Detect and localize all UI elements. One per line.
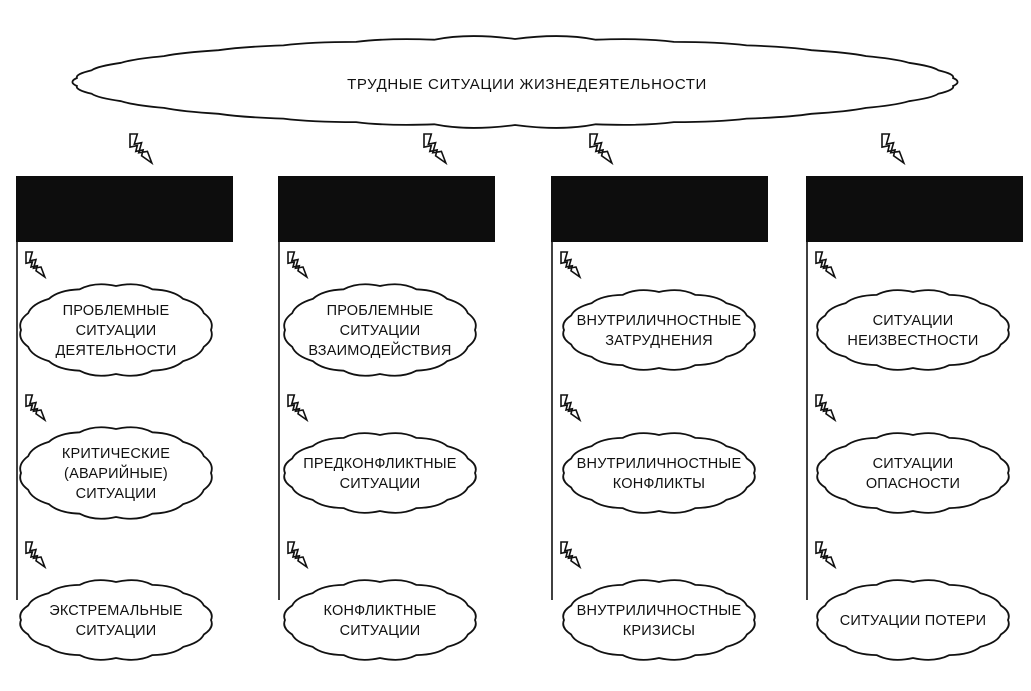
situation-label-line: СИТУАЦИИ ПОТЕРИ [840, 613, 987, 629]
situation-label-line: ВНУТРИЛИЧНОСТНЫЕ [577, 313, 742, 329]
situation-cloud [283, 432, 477, 514]
situation-cloud-item: СИТУАЦИИ НЕИЗВЕСТНОСТИ [816, 289, 1010, 371]
column-4: СИТУАЦИИНЕИЗВЕСТНОСТИСИТУАЦИИОПАСНОСТИСИ… [806, 133, 1023, 661]
lightning-icon [881, 133, 906, 166]
title-cloud-group: ТРУДНЫЕ СИТУАЦИИ ЖИЗНЕДЕЯТЕЛЬНОСТИ [71, 35, 959, 129]
lightning-icon [287, 394, 309, 423]
situation-label-line: ЭКСТРЕМАЛЬНЫЕ [49, 603, 183, 619]
situation-cloud-item: ЭКСТРЕМАЛЬНЫЕ СИТУАЦИИ [19, 579, 213, 661]
column-header-bar [278, 176, 495, 242]
situation-label-line: СИТУАЦИИ [340, 623, 421, 639]
lightning-icon [129, 133, 154, 166]
lightning-icon [589, 133, 614, 166]
situation-cloud [816, 432, 1010, 514]
situation-cloud-item: СИТУАЦИИ ОПАСНОСТИ [816, 432, 1010, 514]
situation-label-line: НЕИЗВЕСТНОСТИ [847, 333, 978, 349]
situation-label-line: ПРОБЛЕМНЫЕ [63, 303, 170, 319]
situation-label-line: СИТУАЦИИ [340, 476, 421, 492]
situation-label-line: СИТУАЦИИ [76, 323, 157, 339]
column-header-bar [16, 176, 233, 242]
diagram-title: ТРУДНЫЕ СИТУАЦИИ ЖИЗНЕДЕЯТЕЛЬНОСТИ [347, 76, 707, 93]
situation-cloud [283, 283, 477, 377]
situation-label-line: ВНУТРИЛИЧНОСТНЫЕ [577, 603, 742, 619]
column-header-bar [806, 176, 1023, 242]
situation-cloud [19, 579, 213, 661]
situation-label-line: ПРОБЛЕМНЫЕ [327, 303, 434, 319]
lightning-icon [815, 251, 837, 280]
situation-label-line: ПРЕДКОНФЛИКТНЫЕ [303, 456, 457, 472]
situation-cloud-item: ВНУТРИЛИЧНОСТНЫЕ КОНФЛИКТЫ [562, 432, 756, 514]
lightning-icon [25, 251, 47, 280]
situation-label-line: ОПАСНОСТИ [866, 476, 960, 492]
situation-label-line: КРИТИЧЕСКИЕ [62, 446, 170, 462]
situation-label-line: КОНФЛИКТЫ [613, 476, 705, 492]
situation-cloud-item: ПРЕДКОНФЛИКТНЫЕ СИТУАЦИИ [283, 432, 477, 514]
columns: ПРОБЛЕМНЫЕ СИТУАЦИИ ДЕЯТЕЛЬНОСТИ КРИТИЧЕСКИ… [16, 133, 1023, 661]
situation-cloud-item: ВНУТРИЛИЧНОСТНЫЕ ЗАТРУДНЕНИЯ [562, 289, 756, 371]
lightning-icon [560, 394, 582, 423]
situation-label-line: (АВАРИЙНЫЕ) [64, 464, 168, 482]
lightning-icon [560, 251, 582, 280]
situation-cloud [816, 579, 1010, 661]
lightning-icon [287, 251, 309, 280]
situation-cloud [283, 579, 477, 661]
column-3: ВНУТРИЛИЧНОСТНЫЕЗАТРУДНЕНИЯВНУТРИЛИЧНОСТ… [551, 133, 768, 661]
situation-cloud-item: ПРОБЛЕМНЫЕ СИТУАЦИИ ВЗАИМОДЕЙСТВИЯ [283, 283, 477, 377]
lightning-icon [423, 133, 448, 166]
situation-cloud-item: КРИТИЧЕСКИЕ (АВАРИЙНЫЕ) СИТУАЦИИ [19, 426, 213, 520]
situation-label-line: КРИЗИСЫ [623, 623, 695, 639]
situation-label-line: СИТУАЦИИ [873, 313, 954, 329]
situation-cloud [562, 432, 756, 514]
column-header-bar [551, 176, 768, 242]
situation-label-line: КОНФЛИКТНЫЕ [324, 603, 437, 619]
lightning-icon [815, 541, 837, 570]
situation-cloud [19, 426, 213, 520]
title-cloud [71, 35, 959, 129]
situation-label-line: СИТУАЦИИ [873, 456, 954, 472]
situation-label-line: СИТУАЦИИ [340, 323, 421, 339]
lightning-icon [815, 394, 837, 423]
situation-cloud [562, 579, 756, 661]
situation-cloud [19, 283, 213, 377]
situation-cloud-item: КОНФЛИКТНЫЕ СИТУАЦИИ [283, 579, 477, 661]
situation-cloud-item: СИТУАЦИИ ПОТЕРИ [816, 579, 1010, 661]
situation-label-line: ВЗАИМОДЕЙСТВИЯ [308, 341, 451, 359]
column-1: ПРОБЛЕМНЫЕ СИТУАЦИИ ДЕЯТЕЛЬНОСТИ КРИТИЧЕСКИ… [16, 133, 233, 661]
lightning-icon [25, 541, 47, 570]
situation-cloud [816, 289, 1010, 371]
lightning-icon [560, 541, 582, 570]
lightning-icon [25, 394, 47, 423]
situation-cloud-item: ВНУТРИЛИЧНОСТНЫЕ КРИЗИСЫ [562, 579, 756, 661]
lightning-icon [287, 541, 309, 570]
situation-label-line: СИТУАЦИИ [76, 623, 157, 639]
situation-cloud [562, 289, 756, 371]
situation-label-line: ЗАТРУДНЕНИЯ [605, 333, 713, 349]
column-2: ПРОБЛЕМНЫЕ СИТУАЦИИ ВЗАИМОДЕЙСТВИЯ ПРЕДКОНФ… [278, 133, 495, 661]
situation-label-line: СИТУАЦИИ [76, 486, 157, 502]
situation-label-line: ВНУТРИЛИЧНОСТНЫЕ [577, 456, 742, 472]
situation-label-line: ДЕЯТЕЛЬНОСТИ [56, 343, 177, 359]
situation-cloud-item: ПРОБЛЕМНЫЕ СИТУАЦИИ ДЕЯТЕЛЬНОСТИ [19, 283, 213, 377]
